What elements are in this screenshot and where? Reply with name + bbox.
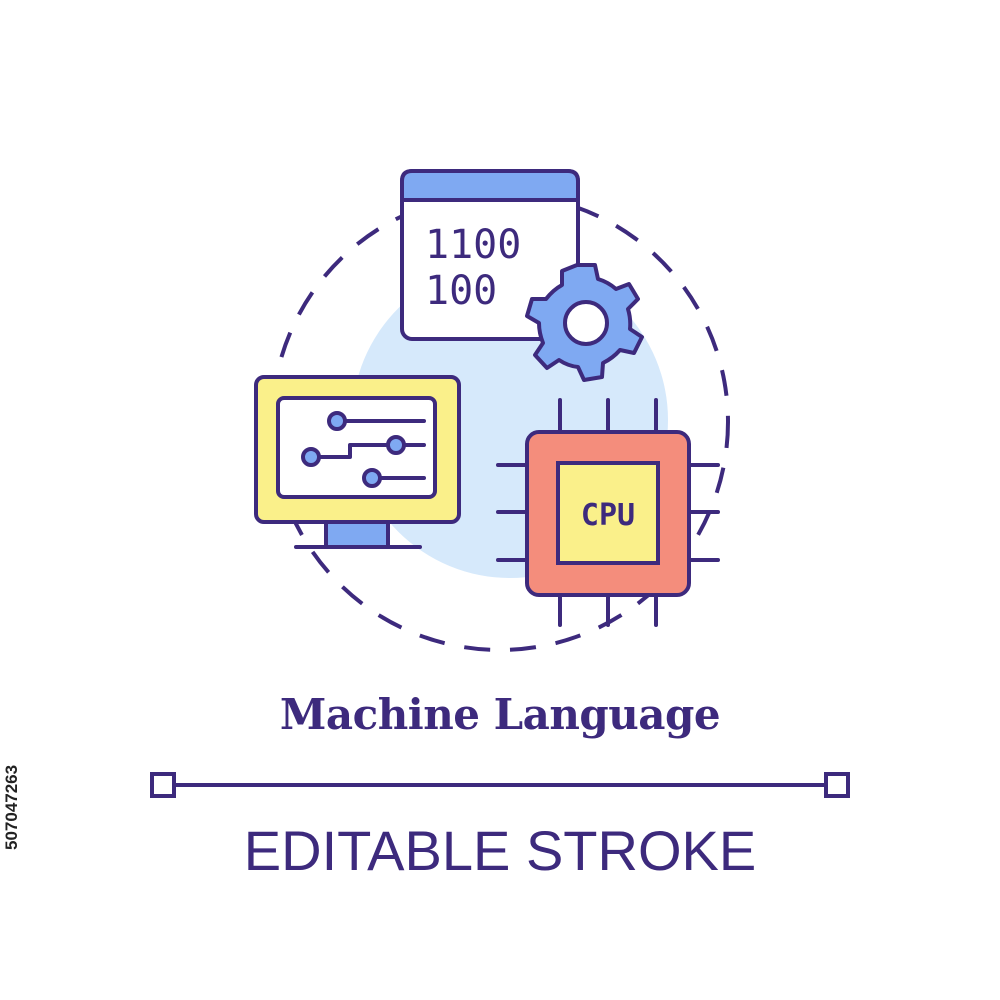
gear-icon (525, 263, 644, 382)
computer-monitor-icon (254, 375, 461, 549)
editable-stroke-label: EDITABLE STROKE (243, 819, 757, 882)
left-handle (150, 772, 176, 798)
image-id-label: 507047263 (2, 764, 21, 850)
cpu-chip-icon: CPU (496, 398, 720, 627)
binary-line-1: 1100 (425, 222, 521, 268)
editable-stroke-line (150, 772, 850, 798)
page-title: Machine Language (279, 690, 721, 739)
binary-line-2: 100 (425, 268, 497, 314)
cpu-label: CPU (581, 498, 635, 533)
right-handle (824, 772, 850, 798)
